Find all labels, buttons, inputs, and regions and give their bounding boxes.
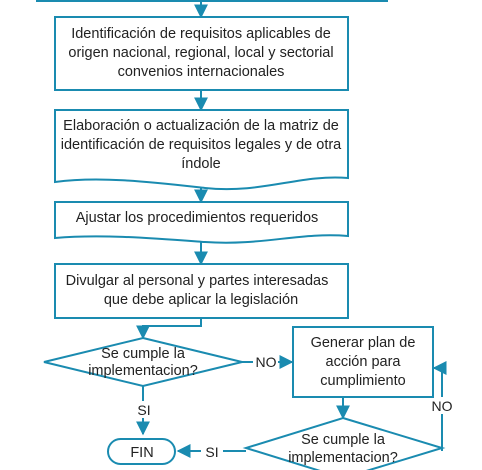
step-identify-line-2: origen nacional, regional, local y secto… [68,45,333,61]
decision-implementation-met: Se cumple la implementacion? [43,336,243,388]
arrow-share-to-decision1 [136,318,202,340]
decision1-no-label: NO [256,354,277,370]
step-adjust-procedures: Ajustar los procedimientos requeridos [54,201,349,244]
step-share-line-2: que debe aplicar la legislación [104,292,298,308]
step-matrix-document: Elaboración o actualización de la matriz… [54,109,349,191]
step-identify-requirements: Identificación de requisitos aplicables … [54,16,349,91]
step-plan-line-2: acción para [326,354,402,370]
step-share-with-staff: Divulgar al personal y partes interesada… [54,263,349,319]
terminator-end: FIN [107,438,176,465]
step-matrix-line-1: Elaboración o actualización de la matriz… [63,118,339,134]
terminator-label: FIN [130,445,153,461]
decision2-yes-label: SI [205,444,218,460]
step-identify-line-3: convenios internacionales [118,64,285,80]
step-share-line-1: Divulgar al personal y partes interesada… [66,273,329,289]
step-adjust-line-1: Ajustar los procedimientos requeridos [76,210,319,226]
decision2-line-2: implementacion? [288,450,398,466]
decision2-no-label: NO [432,398,453,414]
step-action-plan: Generar plan de acción para cumplimiento [292,326,434,398]
step-matrix-line-3: índole [181,156,221,172]
decision1-line-1: Se cumple la [101,346,186,362]
step-matrix-line-2: identificación de requisitos legales y d… [61,137,342,153]
decision-implementation-met-2: Se cumple la implementacion? [242,416,446,470]
arrow-decision2-no [432,361,447,451]
step-plan-line-3: cumplimiento [320,373,405,389]
connectors [36,0,447,458]
step-plan-line-1: Generar plan de [311,335,416,351]
decision1-line-2: implementacion? [88,363,198,379]
decision2-line-1: Se cumple la [301,432,386,448]
step-identify-line-1: Identificación de requisitos aplicables … [71,26,331,42]
decision1-yes-label: SI [137,402,150,418]
